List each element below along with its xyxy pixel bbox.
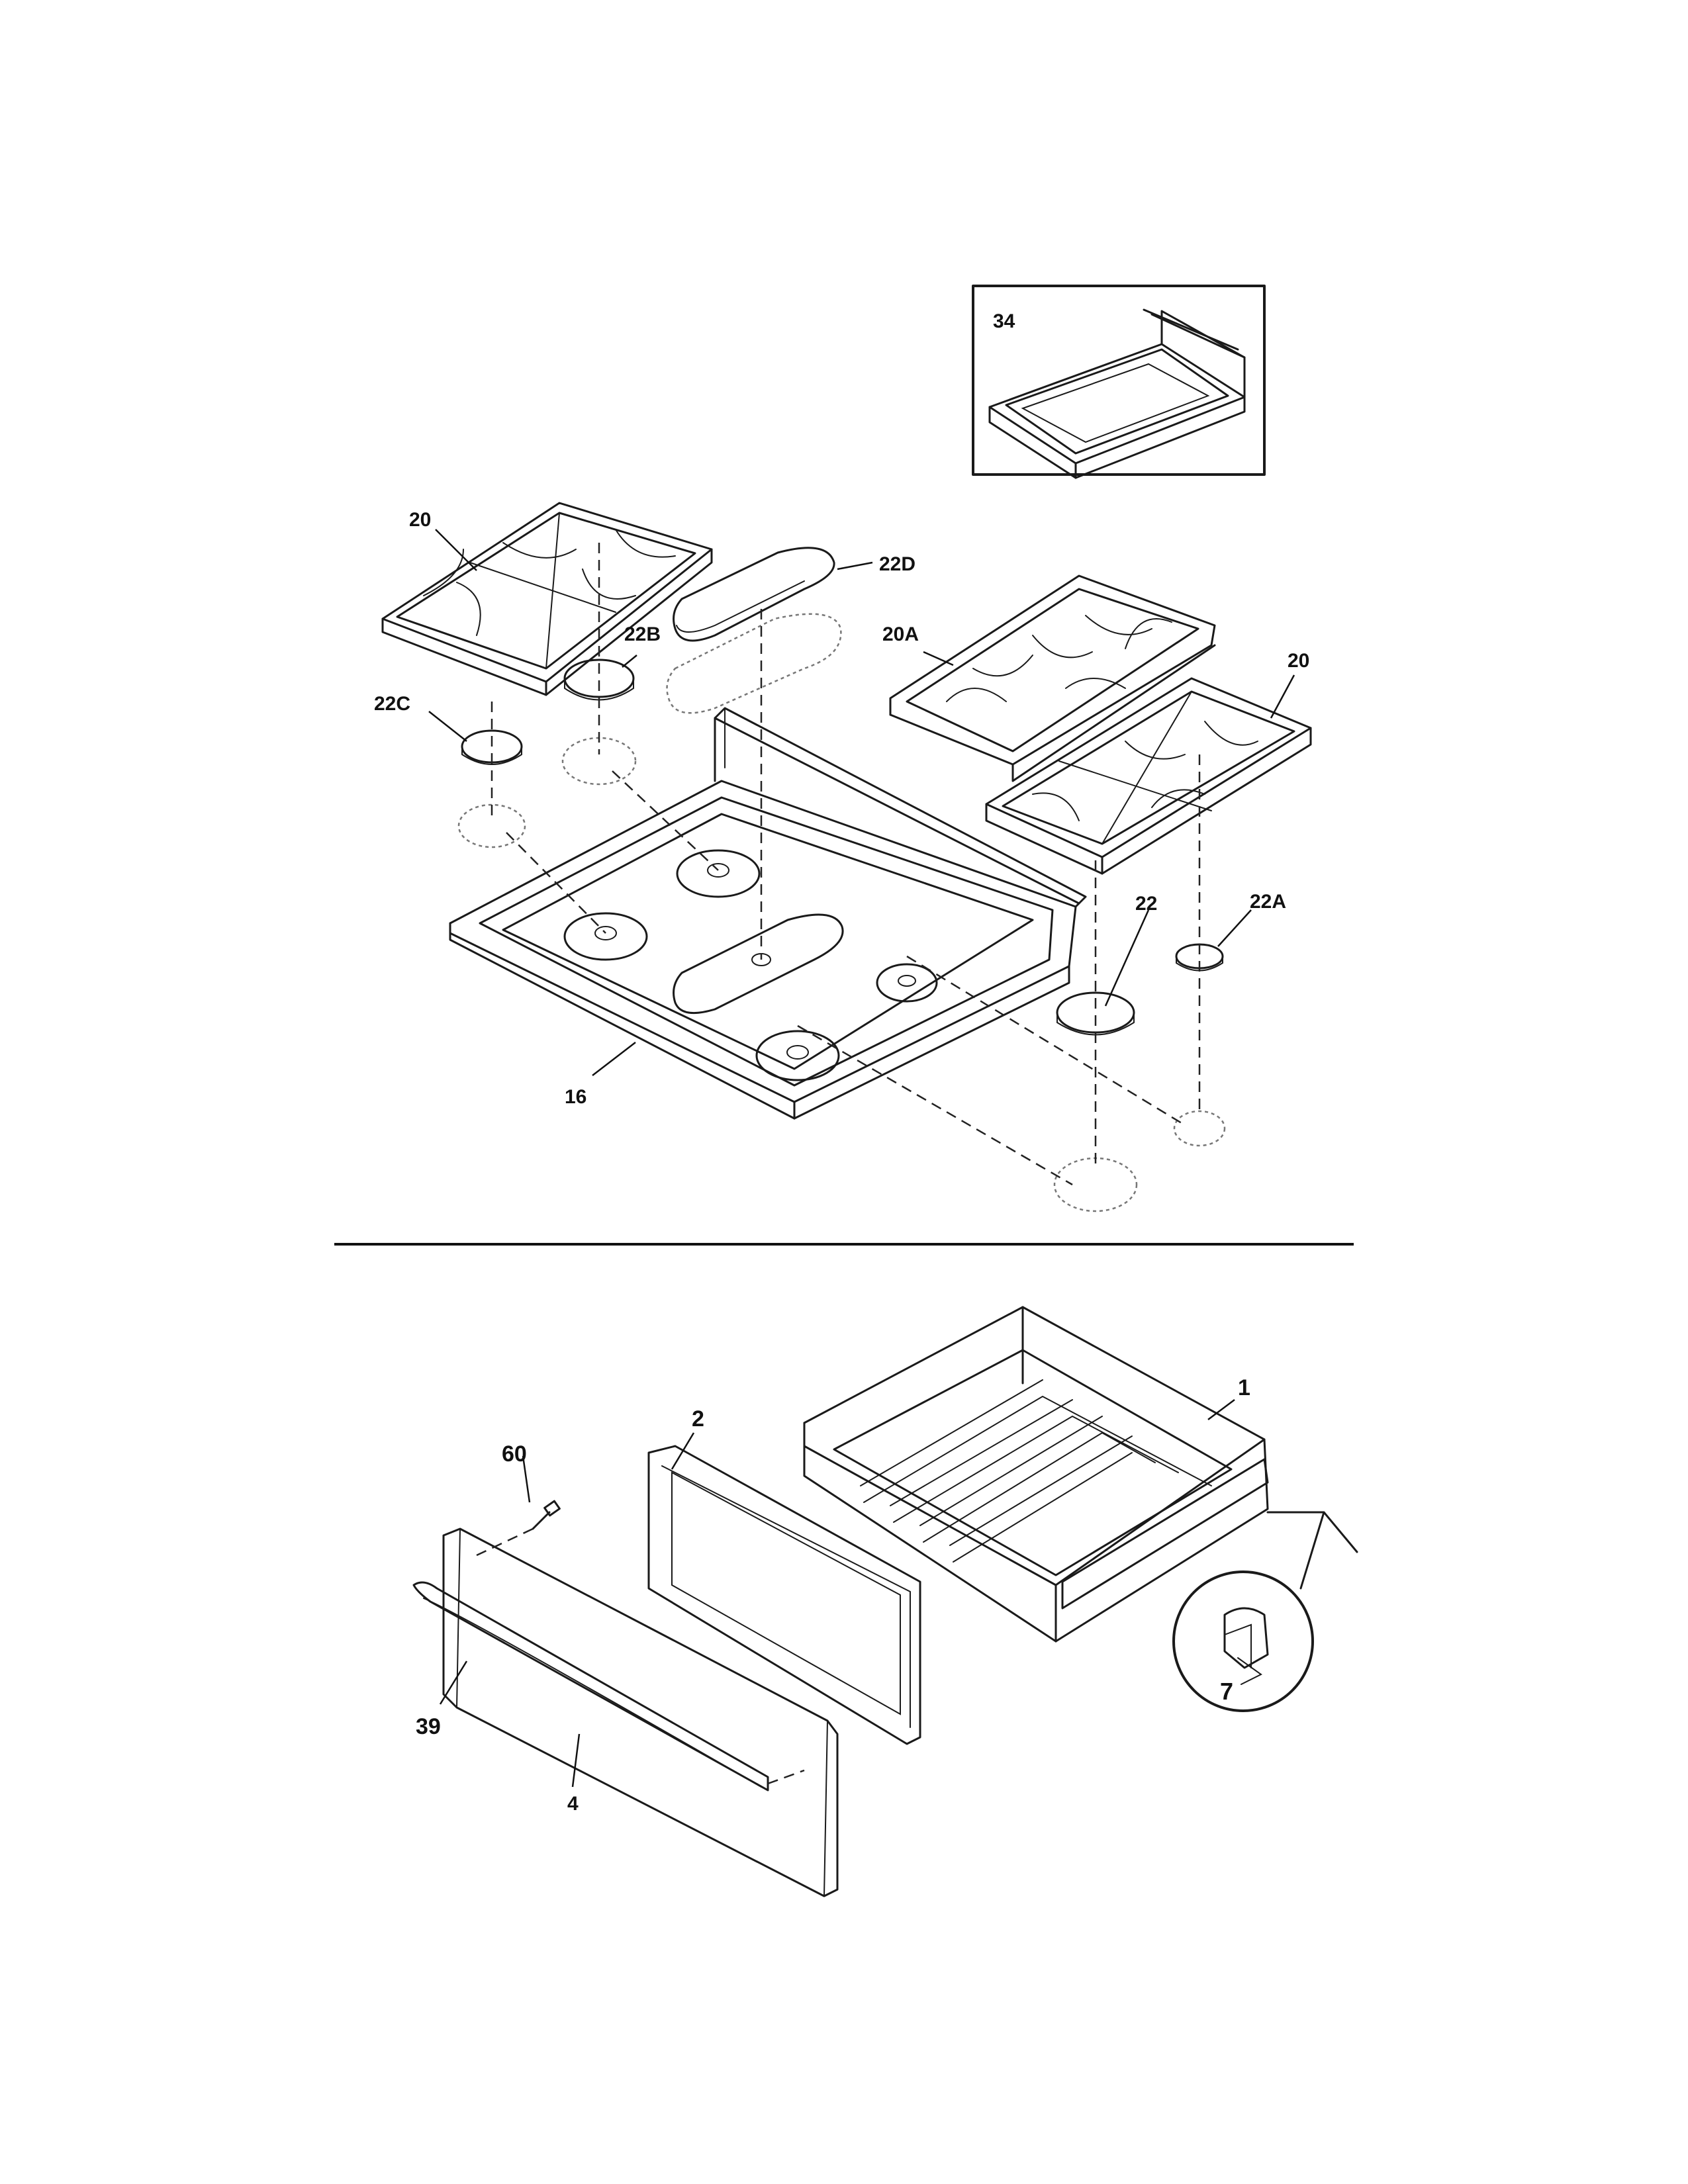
assembly-lines-bottom — [476, 1527, 805, 1785]
label-20-right: 20 — [1288, 650, 1309, 672]
label-20-left: 20 — [409, 509, 431, 531]
grate-right — [985, 677, 1312, 875]
burner-cap-22A — [1173, 943, 1226, 1147]
label-22: 22 — [1135, 893, 1157, 915]
clip-inset-7 — [1172, 1511, 1358, 1712]
leader-lines-top — [428, 529, 1295, 1076]
burner-well-oval — [673, 913, 844, 1015]
drawer-handle-39 — [412, 1581, 769, 1792]
grate-20A — [889, 574, 1216, 782]
label-60: 60 — [502, 1441, 527, 1467]
oval-burner-cap-22D — [666, 547, 842, 714]
griddle-part — [988, 308, 1246, 479]
drawer-front-4 — [442, 1527, 839, 1897]
label-34: 34 — [993, 310, 1015, 332]
burner-well-4 — [755, 1030, 840, 1081]
label-22D: 22D — [879, 553, 915, 575]
drawer-panel-2 — [647, 1445, 921, 1745]
assembly-lines-top — [491, 543, 1201, 1186]
screw-60 — [532, 1500, 561, 1530]
label-22C: 22C — [374, 693, 410, 715]
label-2: 2 — [692, 1406, 704, 1432]
label-7: 7 — [1220, 1678, 1233, 1705]
grate-left — [381, 502, 713, 696]
drawer-box-1 — [803, 1306, 1269, 1643]
label-1: 1 — [1238, 1375, 1250, 1400]
label-39: 39 — [416, 1714, 441, 1739]
leader-lines-bottom — [439, 1399, 1235, 1788]
burner-well-3 — [876, 963, 938, 1003]
label-4: 4 — [567, 1793, 579, 1815]
label-22A: 22A — [1250, 891, 1286, 913]
inset-box-griddle — [972, 285, 1266, 479]
label-20A: 20A — [882, 623, 919, 645]
burner-well-1 — [563, 912, 648, 961]
burner-well-2 — [676, 849, 761, 898]
cooktop-16 — [449, 707, 1087, 1120]
label-22B: 22B — [624, 623, 661, 645]
label-16: 16 — [565, 1086, 586, 1108]
